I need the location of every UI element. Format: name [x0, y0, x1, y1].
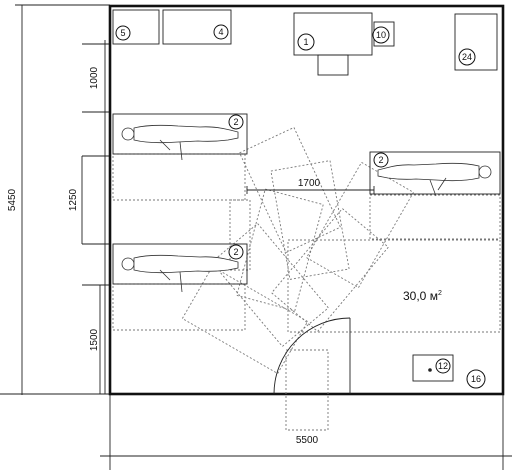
marker-2-bed-right: 2 [373, 152, 389, 168]
marker-24: 24 [458, 48, 476, 66]
room-area-unit-sup: 2 [438, 290, 442, 297]
dim-total-height: 5450 [7, 188, 18, 211]
marker-2-bed-bottom-left: 2 [228, 244, 244, 260]
cabinet-5 [112, 9, 160, 45]
marker-2-bed-top-left: 2 [228, 114, 244, 130]
marker-1-label: 1 [303, 37, 308, 47]
dim-1250: 1250 [68, 188, 79, 211]
marker-2a-label: 2 [233, 117, 238, 127]
bed-top-left [112, 113, 248, 161]
marker-24-label: 24 [462, 52, 472, 62]
dim-total-width: 5500 [296, 435, 319, 446]
marker-5: 5 [115, 25, 131, 41]
chair [317, 54, 349, 76]
door [273, 317, 351, 395]
sink-drain [428, 368, 432, 372]
dim-1000: 1000 [89, 66, 100, 89]
dim-1700: 1700 [298, 178, 321, 189]
marker-12-label: 12 [438, 361, 448, 371]
marker-5-label: 5 [120, 28, 125, 38]
marker-2c-label: 2 [378, 155, 383, 165]
dimension-lines [0, 4, 512, 470]
dim-1500: 1500 [89, 328, 100, 351]
marker-1: 1 [297, 33, 315, 51]
marker-16: 16 [466, 369, 486, 389]
bed-right [369, 151, 501, 197]
marker-10: 10 [372, 26, 390, 44]
room-walls [108, 4, 505, 396]
marker-4-label: 4 [218, 27, 223, 37]
clearance-dimension [246, 186, 375, 194]
sink-12 [412, 354, 454, 382]
marker-4: 4 [213, 24, 229, 40]
marker-16-label: 16 [471, 374, 481, 384]
cabinet-24 [454, 13, 498, 71]
marker-10-label: 10 [376, 30, 386, 40]
marker-2b-label: 2 [233, 247, 238, 257]
room-area-value: 30,0 м [403, 289, 438, 303]
cabinet-4 [162, 9, 232, 45]
room-area: 30,0 м2 [403, 289, 442, 303]
marker-12: 12 [435, 358, 451, 374]
bed-bottom-left [112, 243, 248, 293]
